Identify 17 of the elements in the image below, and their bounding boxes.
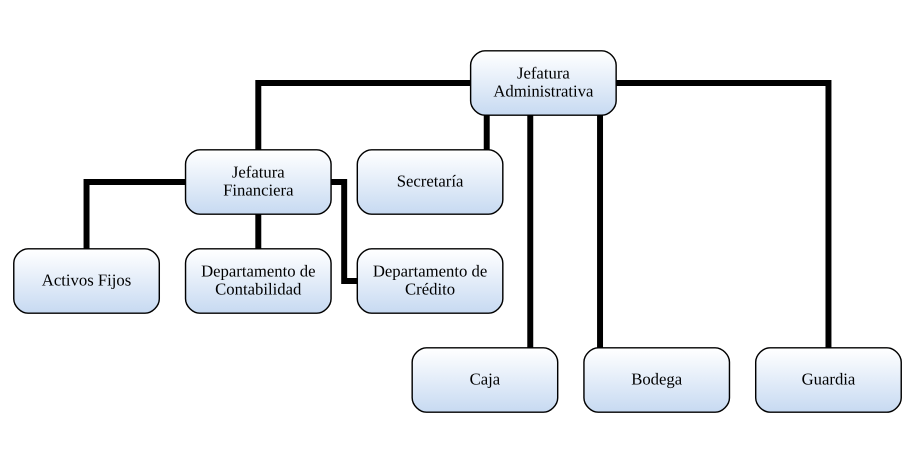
connector (596, 114, 603, 348)
node-box: Jefatura Administrativa (469, 50, 616, 116)
connector (83, 178, 185, 248)
connector (616, 80, 831, 348)
node-box: Bodega (582, 346, 730, 412)
connector (526, 114, 533, 348)
node-box: Departamento de Crédito (356, 248, 504, 314)
node-box: Guardia (754, 346, 902, 412)
connector (254, 80, 470, 150)
node-box: Caja (410, 346, 558, 412)
node-box: Activos Fijos (12, 248, 160, 314)
connector (483, 114, 490, 149)
node-box: Jefatura Financiera (184, 148, 332, 214)
connector (254, 214, 261, 248)
connector (330, 178, 357, 284)
node-box: Secretaría (356, 148, 504, 214)
node-box: Departamento de Contabilidad (184, 248, 332, 314)
